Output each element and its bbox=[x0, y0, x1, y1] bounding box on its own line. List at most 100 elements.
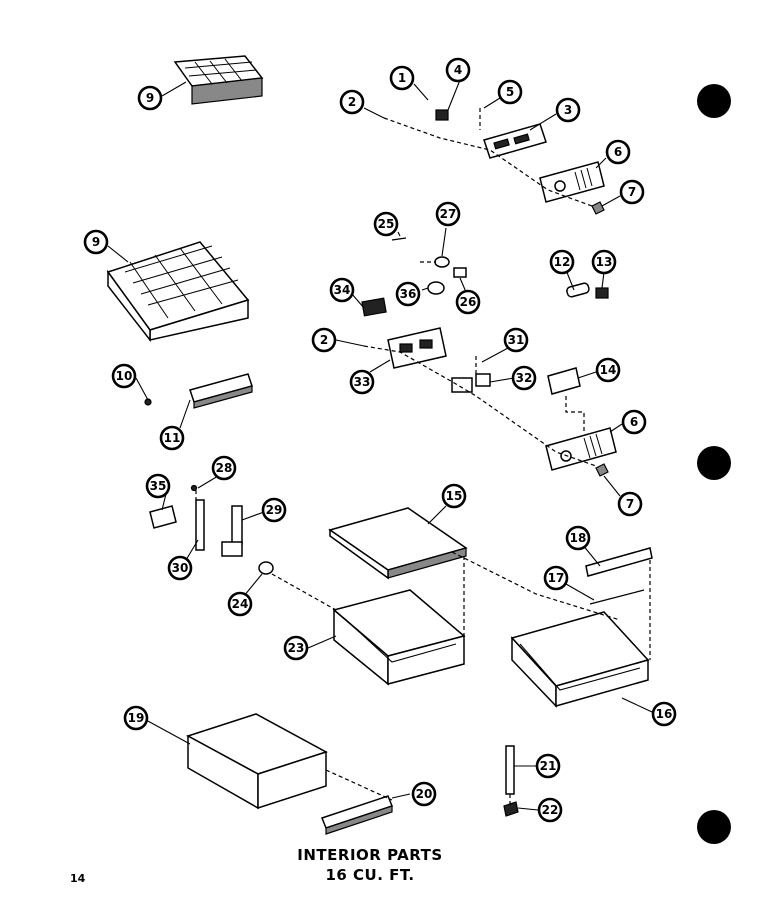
callout-number: 19 bbox=[128, 711, 145, 725]
callout-36: 36 bbox=[395, 281, 421, 307]
callout-6-middle: 6 bbox=[621, 409, 647, 435]
diagram-title: INTERIOR PARTS bbox=[297, 846, 443, 864]
callout-number: 18 bbox=[570, 531, 587, 545]
callout-30: 30 bbox=[167, 555, 193, 581]
callout-29: 29 bbox=[261, 497, 287, 523]
callout-number: 24 bbox=[232, 597, 249, 611]
callout-2-middle: 2 bbox=[311, 327, 337, 353]
callout-3: 3 bbox=[555, 97, 581, 123]
callout-number: 29 bbox=[266, 503, 283, 517]
callout-19: 19 bbox=[123, 705, 149, 731]
leader-lines bbox=[107, 79, 653, 811]
binder-hole-bottom bbox=[697, 810, 731, 844]
callout-number: 9 bbox=[146, 91, 154, 105]
part-ice-tray-large bbox=[106, 241, 250, 343]
callout-number: 2 bbox=[348, 95, 356, 109]
part-crisper-pan-left bbox=[332, 589, 466, 686]
callout-33: 33 bbox=[349, 369, 375, 395]
callout-10: 10 bbox=[111, 363, 137, 389]
callout-number: 11 bbox=[164, 431, 181, 445]
callout-number: 7 bbox=[628, 185, 636, 199]
callout-number: 32 bbox=[516, 371, 533, 385]
callout-12: 12 bbox=[549, 249, 575, 275]
assembly-lines bbox=[195, 108, 651, 804]
part-trim-strips bbox=[585, 547, 653, 605]
callout-5: 5 bbox=[497, 79, 523, 105]
callout-16: 16 bbox=[651, 701, 677, 727]
part-glass-shelf bbox=[328, 507, 468, 580]
part-support-post bbox=[503, 745, 519, 817]
binder-hole-top bbox=[697, 84, 731, 118]
callout-number: 12 bbox=[554, 255, 571, 269]
callout-number: 10 bbox=[116, 369, 133, 383]
callout-number: 6 bbox=[614, 145, 622, 159]
callout-number: 35 bbox=[150, 479, 167, 493]
callout-number: 16 bbox=[656, 707, 673, 721]
callout-32: 32 bbox=[511, 365, 537, 391]
callout-number: 25 bbox=[378, 217, 395, 231]
part-vegetable-pan-bottom bbox=[186, 713, 328, 810]
callout-31: 31 bbox=[503, 327, 529, 353]
callout-number: 7 bbox=[626, 497, 634, 511]
callout-number: 36 bbox=[400, 287, 417, 301]
part-upper-control-housing bbox=[435, 109, 605, 215]
callout-17: 17 bbox=[543, 565, 569, 591]
callout-34: 34 bbox=[329, 277, 355, 303]
callout-26: 26 bbox=[455, 289, 481, 315]
callout-13: 13 bbox=[591, 249, 617, 275]
callout-15: 15 bbox=[441, 483, 467, 509]
part-middle-control-housing bbox=[361, 237, 617, 477]
callout-27: 27 bbox=[435, 201, 461, 227]
callout-number: 5 bbox=[506, 85, 514, 99]
diagram-subtitle: 16 CU. FT. bbox=[325, 866, 415, 884]
callout-number: 6 bbox=[630, 415, 638, 429]
callout-18: 18 bbox=[565, 525, 591, 551]
callout-number: 1 bbox=[398, 71, 406, 85]
callout-24: 24 bbox=[227, 591, 253, 617]
callout-number: 22 bbox=[542, 803, 559, 817]
callout-35: 35 bbox=[145, 473, 171, 499]
callout-21: 21 bbox=[535, 753, 561, 779]
callout-number: 33 bbox=[354, 375, 371, 389]
callout-25: 25 bbox=[373, 211, 399, 237]
callout-number: 30 bbox=[172, 561, 189, 575]
callout-number: 13 bbox=[596, 255, 613, 269]
callout-4: 4 bbox=[445, 57, 471, 83]
callout-number: 20 bbox=[416, 787, 433, 801]
callout-number: 31 bbox=[508, 333, 525, 347]
callout-number: 4 bbox=[454, 63, 462, 77]
callout-2-upper: 2 bbox=[339, 89, 365, 115]
callout-9-large-tray: 9 bbox=[83, 229, 109, 255]
binder-hole-middle bbox=[697, 446, 731, 480]
callout-number: 15 bbox=[446, 489, 463, 503]
page-number: 14 bbox=[70, 872, 86, 885]
callout-7-middle: 7 bbox=[617, 491, 643, 517]
callout-7-upper: 7 bbox=[619, 179, 645, 205]
callout-14: 14 bbox=[595, 357, 621, 383]
callout-number: 34 bbox=[334, 283, 351, 297]
callout-number: 17 bbox=[548, 571, 565, 585]
callout-22: 22 bbox=[537, 797, 563, 823]
part-rail-bracket bbox=[144, 373, 253, 409]
callout-number: 27 bbox=[440, 207, 457, 221]
callout-number: 23 bbox=[288, 641, 305, 655]
callout-number: 21 bbox=[540, 759, 557, 773]
part-meat-pan-right bbox=[510, 611, 650, 708]
callout-9-small-tray: 9 bbox=[137, 85, 163, 111]
callout-number: 9 bbox=[92, 235, 100, 249]
callout-number: 14 bbox=[600, 363, 617, 377]
part-ice-tray-small bbox=[173, 55, 264, 105]
callout-number: 26 bbox=[460, 295, 477, 309]
callout-11: 11 bbox=[159, 425, 185, 451]
part-hinge-assembly bbox=[149, 484, 274, 575]
callout-number: 3 bbox=[564, 103, 572, 117]
part-cover-rail bbox=[321, 795, 393, 835]
callout-6-upper: 6 bbox=[605, 139, 631, 165]
callout-number: 2 bbox=[320, 333, 328, 347]
callout-28: 28 bbox=[211, 455, 237, 481]
callout-1: 1 bbox=[389, 65, 415, 91]
callout-20: 20 bbox=[411, 781, 437, 807]
callout-23: 23 bbox=[283, 635, 309, 661]
callout-number: 28 bbox=[216, 461, 233, 475]
